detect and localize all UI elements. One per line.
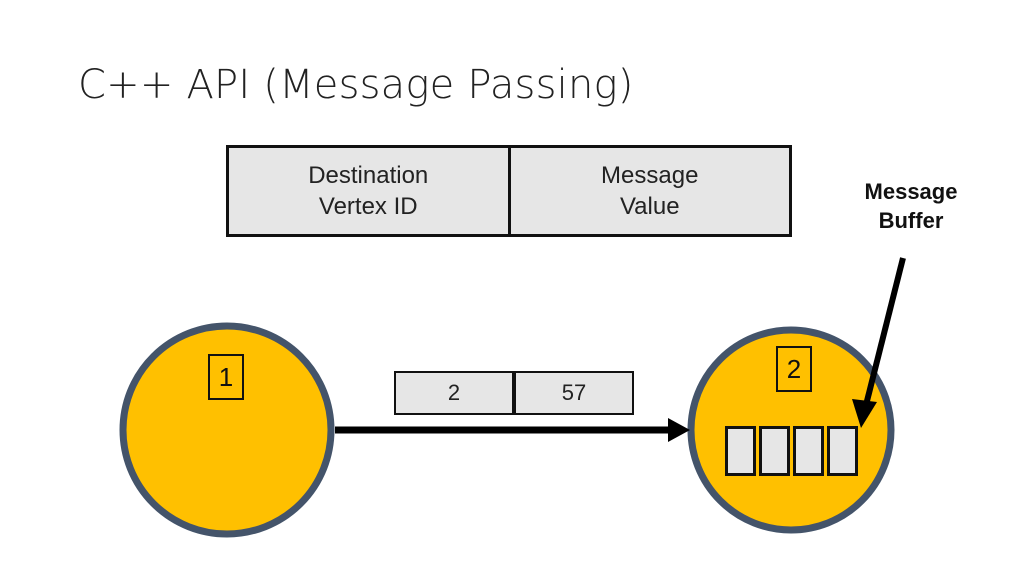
buffer-slot (793, 426, 824, 476)
in-flight-message: 2 57 (394, 371, 634, 415)
destination-vertex-id-header: Destination Vertex ID (229, 148, 508, 234)
header-label-line: Value (619, 193, 680, 220)
message-destination-cell: 2 (447, 380, 461, 405)
buffer-slot (725, 426, 756, 476)
callout-arrow (863, 257, 906, 406)
edge-arrowhead (668, 418, 690, 442)
slide-title: C++ API (Message Passing) (78, 62, 634, 108)
message-value-cell: 57 (512, 373, 632, 413)
header-label-line: Vertex ID (318, 193, 418, 220)
message-buffer-callout: Message Buffer (846, 178, 976, 235)
callout-line: Message (864, 179, 958, 204)
buffer-slot (827, 426, 858, 476)
callout-line: Buffer (878, 207, 944, 233)
message-value-header: Message Value (507, 148, 790, 234)
buffer-slot (759, 426, 790, 476)
message-format-table: Destination Vertex ID Message Value (226, 145, 792, 237)
vertex-2-id-label: 2 (776, 346, 812, 392)
message-buffer (725, 426, 861, 476)
vertex-1-id-label: 1 (208, 354, 244, 400)
header-label-line: Destination (308, 161, 429, 189)
callout-arrowhead (852, 399, 877, 428)
vertex-2-node (687, 326, 895, 534)
vertex-1-node (119, 322, 335, 538)
header-label-line: Message (601, 161, 699, 189)
